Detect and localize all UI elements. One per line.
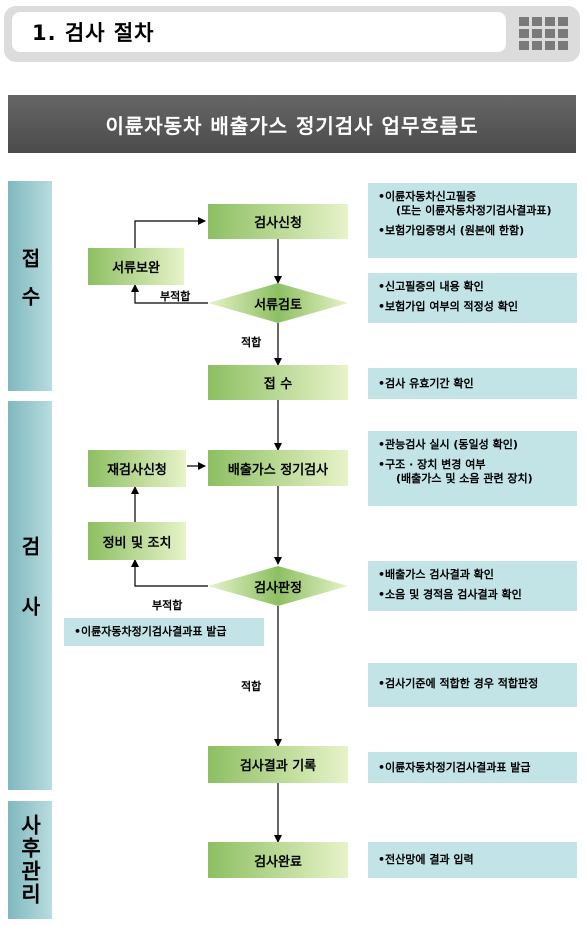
flowchart-title: 이륜자동차 배출가스 정기검사 업무흐름도: [8, 95, 576, 153]
step-complete: 검사완료: [208, 842, 348, 878]
step-reception: 접 수: [208, 365, 348, 400]
note-doc-review-1: 신고필증의 내용 확인: [378, 280, 569, 294]
note-doc-review: 신고필증의 내용 확인 보험가입 여부의 적정성 확인: [368, 273, 577, 323]
step-emission-inspection: 배출가스 정기검사: [208, 450, 348, 486]
arrow-review-to-supplement: [131, 284, 208, 304]
note-pass-criteria-1: 검사기준에 적합한 경우 적합판정: [378, 677, 569, 691]
arrow-supplement-to-apply: [134, 217, 206, 248]
note-emission-3: (배출가스 및 소음 관련 장치): [396, 472, 533, 485]
decision-doc-review: 서류검토: [208, 283, 348, 323]
decision-judgement-label: 검사판정: [254, 580, 302, 596]
step-apply: 검사신청: [208, 204, 348, 239]
note-fail-issue: 이륜자동차정기검사결과표 발급: [64, 618, 264, 646]
step-record: 검사결과 기록: [208, 746, 348, 783]
label-pass-2: 적합: [241, 680, 262, 693]
note-fail-issue-1: 이륜자동차정기검사결과표 발급: [74, 625, 256, 639]
label-pass-1: 적합: [241, 336, 262, 349]
note-apply-1: 이륜자동차신고필증: [378, 190, 476, 203]
phase-reception: 접수: [8, 181, 52, 391]
note-emission-2: 구조 · 장치 변경 여부: [378, 458, 486, 471]
step-reapply: 재검사신청: [88, 450, 186, 487]
note-record-1: 이륜자동차정기검사결과표 발급: [378, 761, 569, 775]
phase-aftercare: 사후관리: [8, 801, 52, 919]
note-judgement-1: 배출가스 검사결과 확인: [378, 568, 569, 582]
phase-inspection: 검사: [8, 401, 52, 790]
decision-doc-review-label: 서류검토: [254, 297, 302, 313]
grid-icon: [516, 10, 570, 56]
note-judgement-2: 소음 및 경적음 검사결과 확인: [378, 588, 569, 602]
note-emission-1: 관능검사 실시 (동일성 확인): [378, 438, 569, 452]
note-reception: 검사 유효기간 확인: [368, 368, 577, 399]
label-fail-2: 부적합: [152, 599, 183, 612]
note-apply-3: 보험가입증명서 (원본에 한함): [378, 224, 569, 238]
note-record: 이륜자동차정기검사결과표 발급: [368, 752, 577, 783]
note-apply: 이륜자동차신고필증 (또는 이륜자동차정기검사결과표) 보험가입증명서 (원본에…: [368, 183, 577, 258]
step-doc-supplement: 서류보완: [88, 248, 184, 285]
note-apply-2: (또는 이륜자동차정기검사결과표): [396, 204, 552, 217]
note-doc-review-2: 보험가입 여부의 적정성 확인: [378, 300, 569, 314]
note-judgement: 배출가스 검사결과 확인 소음 및 경적음 검사결과 확인: [368, 561, 577, 611]
note-complete: 전산망에 결과 입력: [368, 842, 577, 878]
step-repair: 정비 및 조치: [88, 522, 186, 560]
decision-judgement: 검사판정: [208, 566, 348, 606]
note-reception-1: 검사 유효기간 확인: [378, 377, 569, 391]
note-emission: 관능검사 실시 (동일성 확인) 구조 · 장치 변경 여부 (배출가스 및 소…: [368, 431, 577, 506]
section-title: 1. 검사 절차: [12, 12, 506, 52]
note-pass-criteria: 검사기준에 적합한 경우 적합판정: [368, 663, 577, 707]
arrow-judgement-to-repair: [131, 559, 208, 587]
note-complete-1: 전산망에 결과 입력: [378, 853, 569, 867]
label-fail-1: 부적합: [160, 290, 191, 303]
